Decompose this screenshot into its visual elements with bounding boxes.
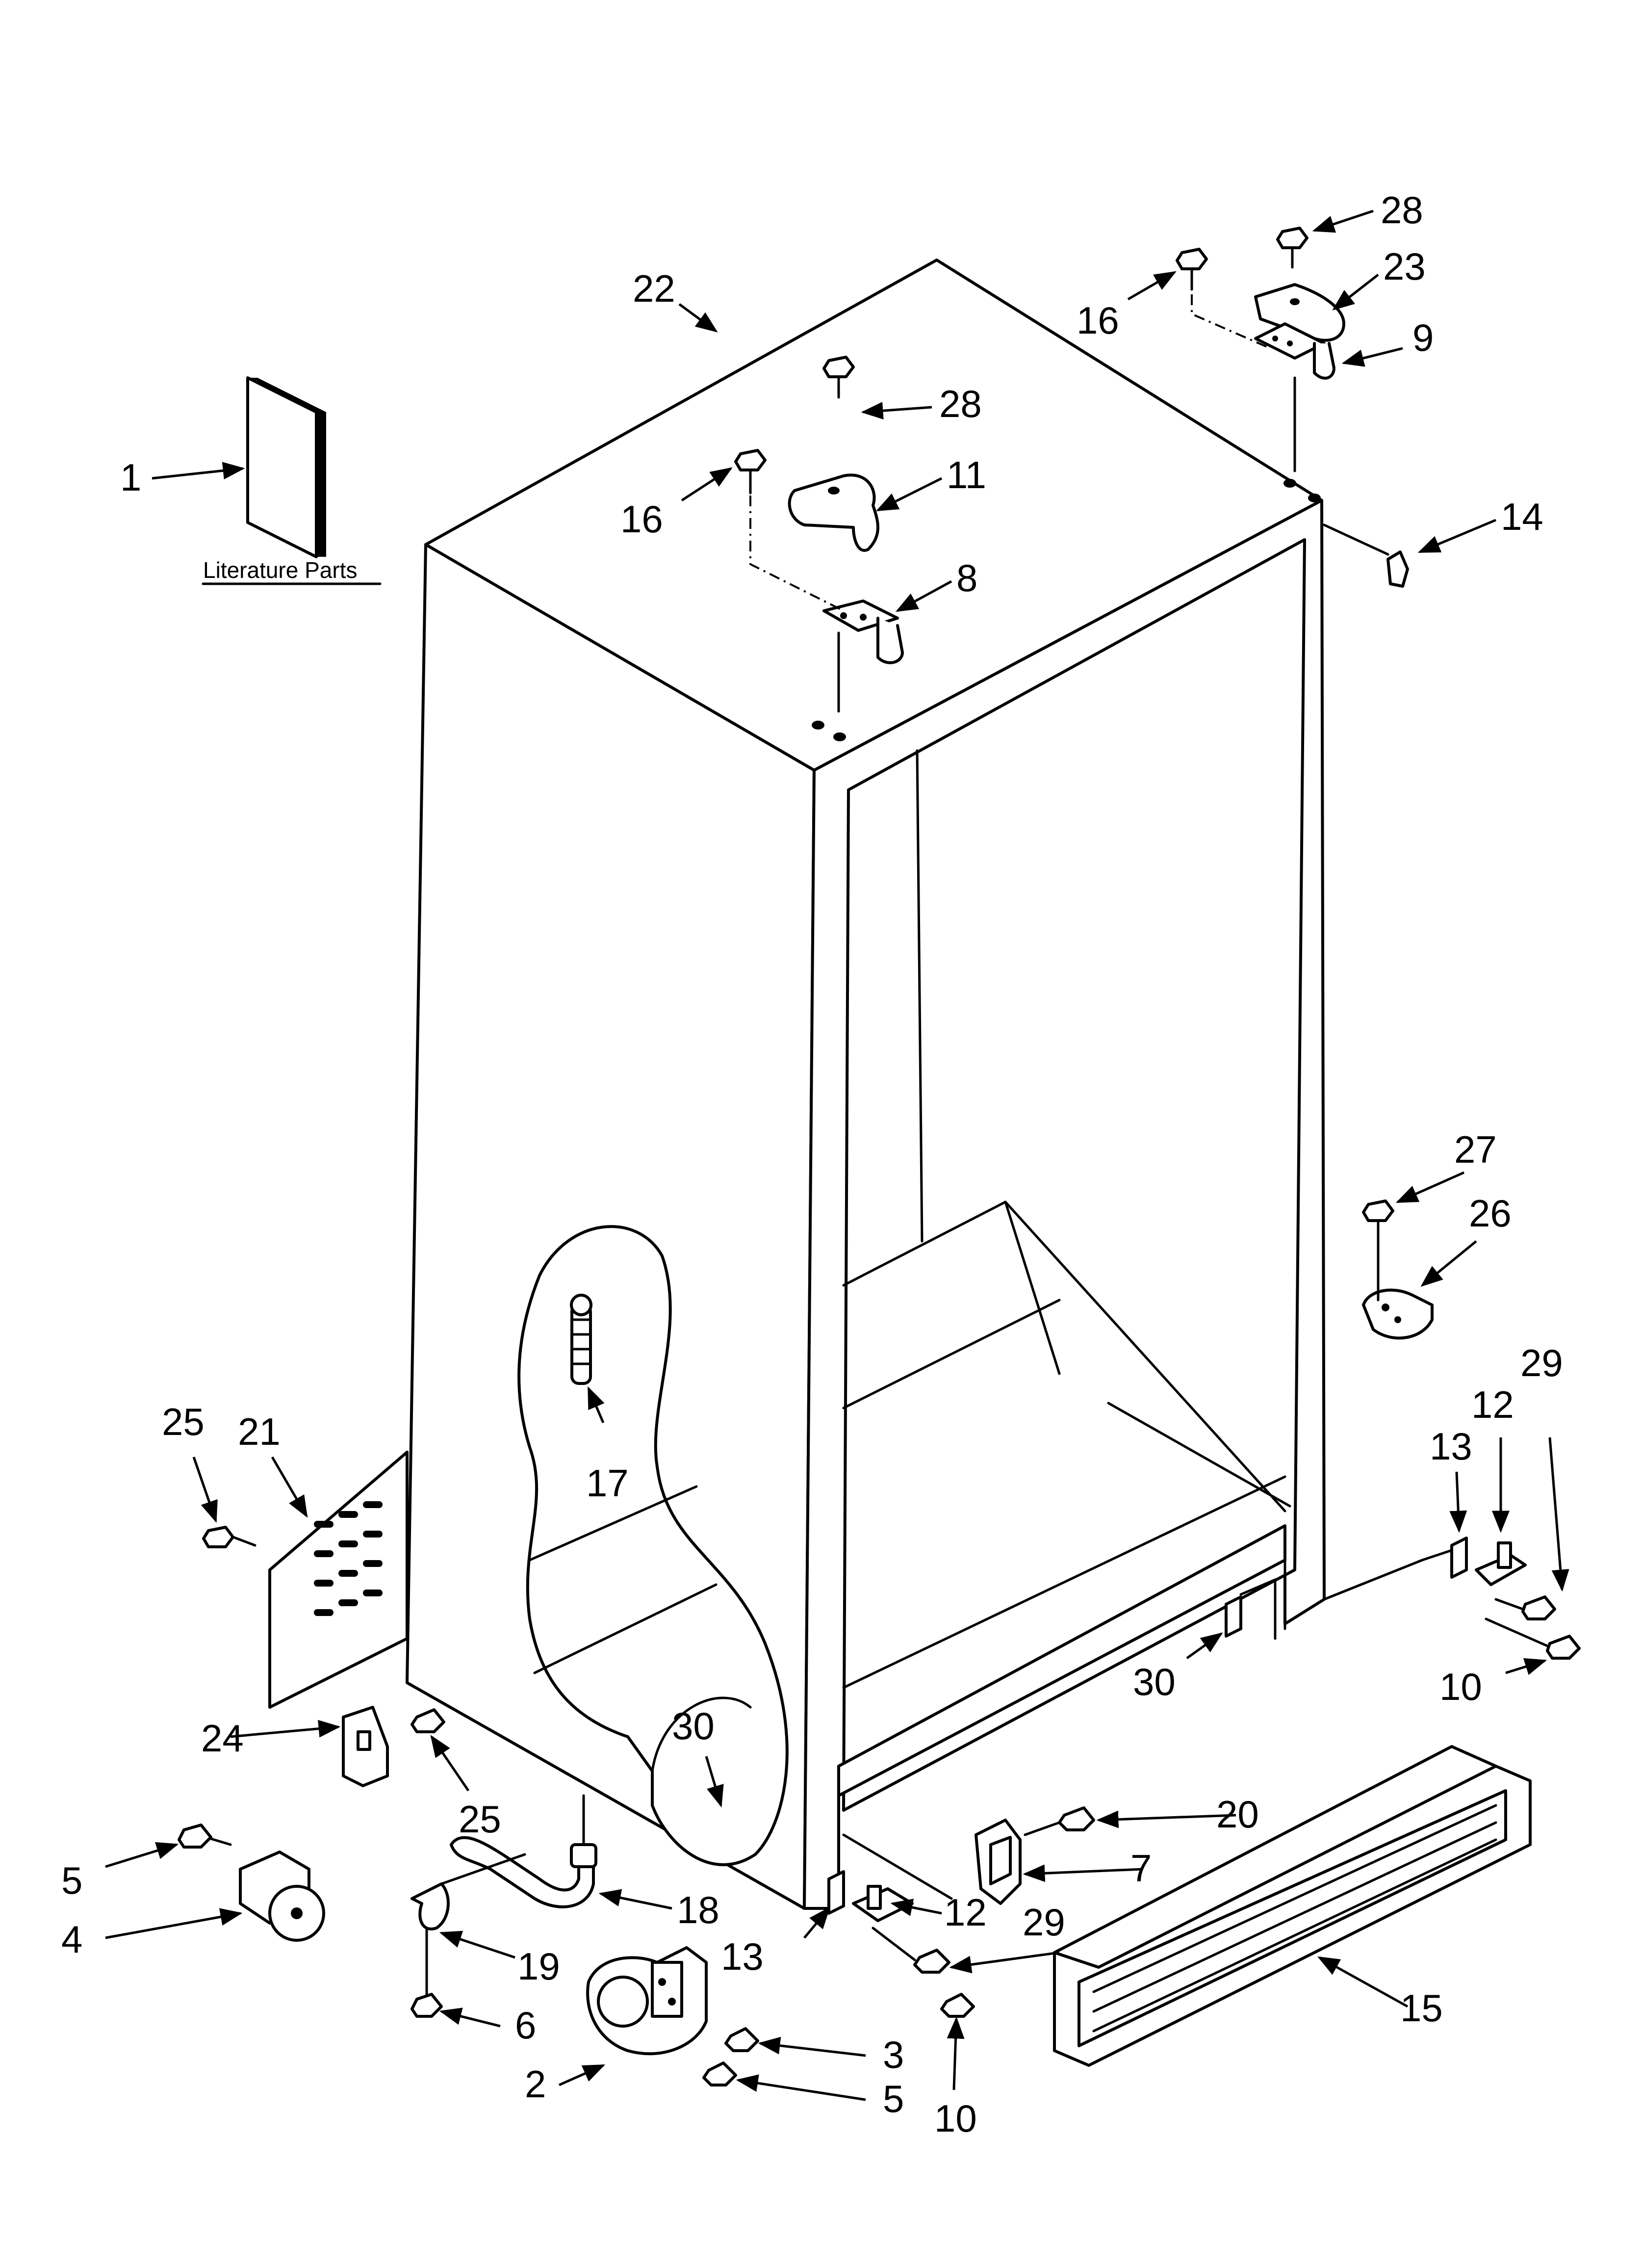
callout-18: 18 [677,1888,719,1931]
callout-10-bottom: 10 [934,2097,977,2140]
screw-10-bottom [940,1993,975,2018]
callout-24: 24 [201,1717,244,1760]
cutaway-view [517,1225,789,1866]
bracket-12-right [1475,1541,1527,1586]
callout-9: 9 [1412,316,1434,359]
callout-27: 27 [1454,1128,1497,1171]
literature-parts-label: Literature Parts [203,557,357,583]
callout-19: 19 [517,1945,560,1988]
callout-28-center: 28 [939,382,982,425]
callout-3: 3 [883,2033,904,2076]
callout-2: 2 [525,2062,546,2106]
screw-28-top-right [1276,227,1308,269]
spring-coil [570,1294,592,1385]
bracket-26 [1362,1245,1434,1340]
screw-5-left [178,1824,232,1849]
screw-29-right [1494,1595,1556,1620]
callout-7: 7 [1130,1847,1152,1890]
callout-23: 23 [1383,245,1426,288]
callout-29-bottom: 29 [1023,1901,1065,1944]
callout-22: 22 [633,267,675,310]
callout-30-right: 30 [1133,1660,1176,1703]
callout-8: 8 [956,556,977,600]
clamp-19 [410,1853,526,1930]
callout-11: 11 [947,453,986,496]
callout-12-right: 12 [1471,1383,1514,1426]
condenser-panel-21 [268,1451,409,1709]
clip-14 [1386,550,1409,588]
callout-25-left: 25 [162,1400,205,1443]
literature-booklet [246,376,326,558]
screw-3 [724,2027,759,2052]
callout-1: 1 [120,456,141,499]
screw-25-lower [410,1708,445,1733]
callout-12-bottom: 12 [944,1891,987,1934]
bracket-12-bottom [842,1833,953,1922]
callout-13-right: 13 [1430,1425,1472,1468]
callout-17: 17 [586,1461,629,1505]
callout-29-right: 29 [1520,1341,1563,1384]
screw-16-top-center [734,449,767,495]
screw-16-top-right [1176,248,1208,291]
water-tube-18 [450,1794,597,1908]
callout-28-right: 28 [1381,188,1423,232]
roller-assembly-2 [586,1946,708,2056]
screw-29-bottom [872,1927,950,1974]
bracket-30-right [1225,1578,1277,1640]
leader-lines [105,209,1569,2101]
callout-16-right: 16 [1077,299,1119,342]
roller-4 [239,1851,325,1942]
hinge-9 [1254,322,1335,380]
callout-20: 20 [1216,1793,1259,1836]
screw-5-lower [702,2061,737,2086]
bracket-7 [975,1819,1022,1905]
callout-16-center: 16 [620,497,663,541]
callout-30-cutaway: 30 [672,1704,715,1747]
bracket-24 [342,1706,389,1787]
callout-14: 14 [1501,495,1543,538]
callout-4: 4 [61,1918,82,1961]
callout-21: 21 [238,1410,281,1453]
toe-grille-15 [1053,1745,1532,2067]
screw-6 [410,1927,443,2018]
screw-10-right [1485,1617,1581,1660]
screw-27 [1362,1199,1394,1248]
screw-25-left [202,1526,257,1548]
callout-26: 26 [1469,1192,1512,1235]
hinge-cover-23 [1254,283,1345,342]
callout-6: 6 [515,2004,536,2047]
callout-10-right: 10 [1439,1665,1482,1708]
callout-5-lower: 5 [883,2077,904,2120]
callout-15: 15 [1400,1986,1443,2030]
callout-13-bottom: 13 [721,1935,764,1978]
callout-labels: 1 22 28 16 11 8 28 16 23 9 14 17 27 26 2… [61,188,1563,2140]
screw-28-top-center [822,356,855,399]
callout-5-left: 5 [61,1859,82,1902]
bracket-13-right [1450,1537,1468,1579]
screw-20 [1024,1806,1095,1836]
bracket-13-bottom [827,1870,845,1915]
hinge-cover-11 [788,473,879,552]
hinge-8 [822,600,904,664]
callout-25-lower: 25 [459,1798,501,1841]
